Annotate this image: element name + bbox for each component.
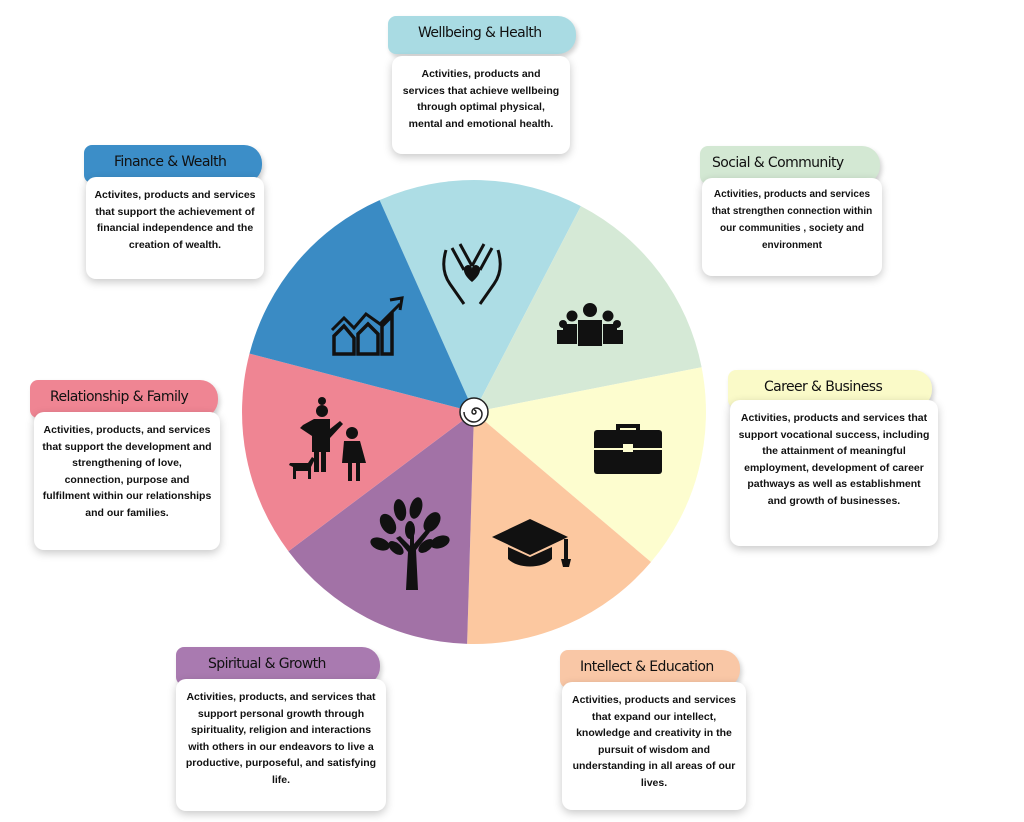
desc-box-wellbeing: Activities, products and services that a… xyxy=(392,56,570,154)
title-career: Career & Business xyxy=(764,379,883,395)
segment-wellbeing[interactable] xyxy=(379,180,581,412)
title-spiritual: Spiritual & Growth xyxy=(208,656,326,672)
desc-box-spiritual: Activities, products, and services that … xyxy=(176,679,386,811)
desc-social: Activities, products and services that s… xyxy=(711,189,873,251)
card-spiritual: Spiritual & Growth Activities, products,… xyxy=(176,647,386,813)
title-social: Social & Community xyxy=(712,155,844,171)
tab-social[interactable]: Social & Community xyxy=(700,146,880,184)
card-intellect: Intellect & Education Activities, produc… xyxy=(560,650,748,812)
desc-box-finance: Activites, products and services that su… xyxy=(86,177,264,279)
desc-finance: Activites, products and services that su… xyxy=(94,189,256,251)
desc-intellect: Activities, products and services that e… xyxy=(572,694,736,789)
briefcase-icon xyxy=(594,424,662,474)
tab-wellbeing[interactable]: Wellbeing & Health xyxy=(388,16,576,54)
chart-growth-icon xyxy=(330,296,404,356)
desc-spiritual: Activities, products, and services that … xyxy=(185,691,377,786)
title-wellbeing: Wellbeing & Health xyxy=(418,25,542,41)
segment-finance[interactable] xyxy=(249,200,475,412)
family-icon xyxy=(289,397,366,481)
tree-icon xyxy=(370,497,450,590)
title-finance: Finance & Wealth xyxy=(114,154,227,170)
card-relationship: Relationship & Family Activities, produc… xyxy=(30,380,222,552)
card-career: Career & Business Activities, products a… xyxy=(728,370,940,548)
segment-intellect[interactable] xyxy=(467,412,651,645)
title-intellect: Intellect & Education xyxy=(580,659,714,675)
desc-career: Activities, products and services that s… xyxy=(738,412,930,507)
card-finance: Finance & Wealth Activites, products and… xyxy=(84,145,266,281)
desc-box-intellect: Activities, products and services that e… xyxy=(562,682,746,810)
card-wellbeing: Wellbeing & Health Activities, products … xyxy=(388,16,576,156)
segment-spiritual[interactable] xyxy=(288,412,474,644)
tab-relationship[interactable]: Relationship & Family xyxy=(30,380,218,418)
title-relationship: Relationship & Family xyxy=(50,389,189,405)
card-social: Social & Community Activities, products … xyxy=(700,146,886,278)
hands-heart-icon xyxy=(442,243,502,305)
spiral-icon xyxy=(459,397,489,427)
desc-wellbeing: Activities, products and services that a… xyxy=(402,68,560,130)
tab-spiritual[interactable]: Spiritual & Growth xyxy=(176,647,380,685)
tab-intellect[interactable]: Intellect & Education xyxy=(560,650,740,688)
desc-box-social: Activities, products and services that s… xyxy=(702,178,882,276)
desc-box-career: Activities, products and services that s… xyxy=(730,400,938,546)
desc-relationship: Activities, products, and services that … xyxy=(42,424,212,519)
segment-career[interactable] xyxy=(474,367,706,562)
desc-box-relationship: Activities, products, and services that … xyxy=(34,412,220,550)
graduation-cap-icon xyxy=(492,519,571,567)
tab-finance[interactable]: Finance & Wealth xyxy=(84,145,262,183)
people-group-icon xyxy=(557,303,623,346)
